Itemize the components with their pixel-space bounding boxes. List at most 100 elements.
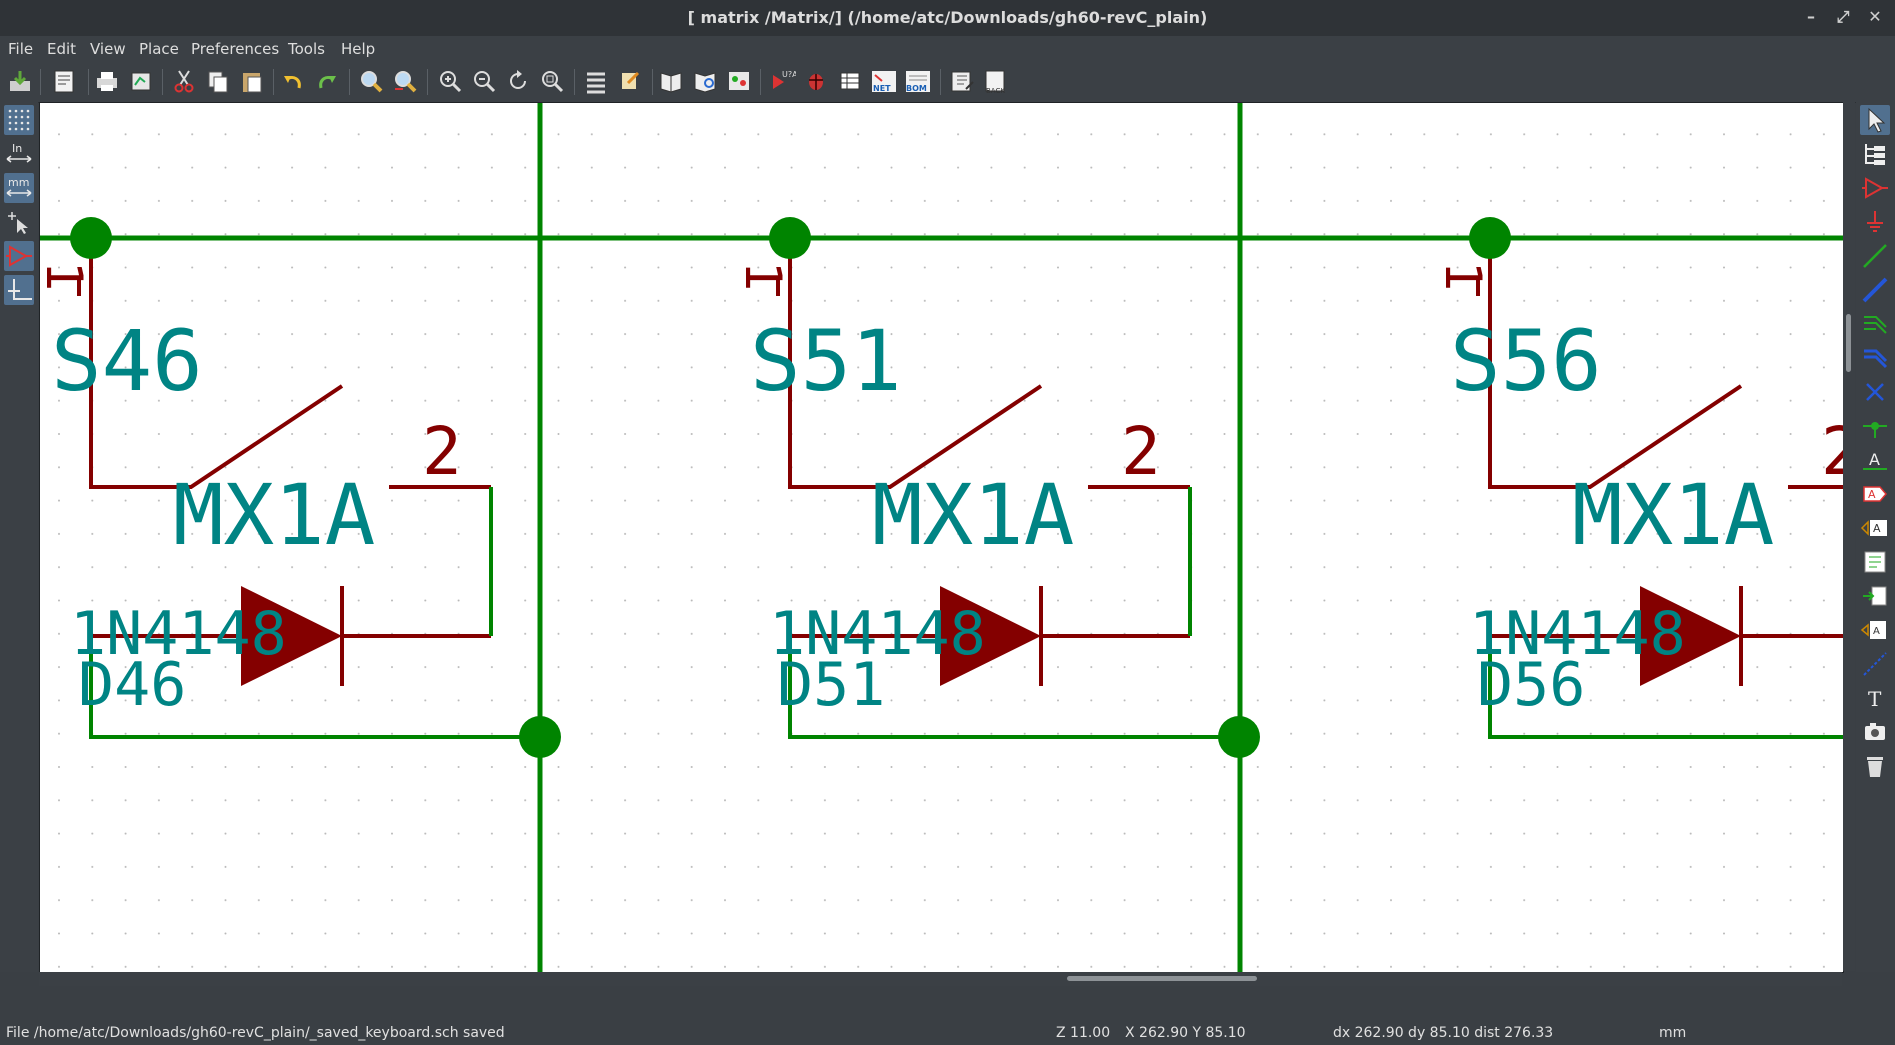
- switch-body[interactable]: [788, 241, 1043, 489]
- zoom-fit-icon[interactable]: [538, 67, 566, 95]
- junction[interactable]: [519, 716, 561, 758]
- units-mm-icon[interactable]: mm: [4, 173, 34, 203]
- switch-reference: S46: [51, 312, 203, 410]
- pcbnew-icon[interactable]: [948, 67, 976, 95]
- redo-icon[interactable]: [313, 67, 341, 95]
- diode-wire[interactable]: [1488, 636, 1843, 739]
- switch-body[interactable]: [1488, 241, 1743, 489]
- svg-text:In: In: [12, 142, 22, 155]
- key-unit[interactable]: 1 2 S56 MX1A 1N4148 D56: [1434, 217, 1843, 739]
- switch-body[interactable]: [89, 241, 344, 489]
- diode-wire[interactable]: [788, 636, 1239, 739]
- new-project-icon[interactable]: [6, 67, 34, 95]
- key-unit[interactable]: 1 2 S46 MX1A 1N4148 D46: [40, 217, 561, 758]
- minimize-icon[interactable]: –: [1807, 7, 1815, 26]
- key-unit[interactable]: 1 2 S51 MX1A 1N4148 D51: [734, 217, 1260, 758]
- cut-icon[interactable]: [170, 67, 198, 95]
- main-toolbar: U?A NET BOM BACK: [0, 63, 1895, 103]
- print-icon[interactable]: [93, 67, 121, 95]
- redraw-icon[interactable]: [504, 67, 532, 95]
- hierarchical-label-icon[interactable]: A: [1860, 513, 1890, 543]
- bom-table-icon[interactable]: [836, 67, 864, 95]
- paste-icon[interactable]: [238, 67, 266, 95]
- wire-orientation-icon[interactable]: [4, 275, 34, 305]
- annotate-icon[interactable]: U?A: [768, 67, 796, 95]
- diode-symbol[interactable]: [241, 586, 342, 686]
- global-label-icon[interactable]: A: [1860, 479, 1890, 509]
- delete-icon[interactable]: [1860, 751, 1890, 781]
- pin1-number: 1: [734, 261, 792, 291]
- library-editor-icon[interactable]: [657, 67, 685, 95]
- menu-view[interactable]: View: [90, 40, 126, 58]
- maximize-icon[interactable]: ⤢: [1836, 7, 1850, 26]
- bom-icon[interactable]: BOM: [904, 67, 932, 95]
- diode-symbol[interactable]: [940, 586, 1041, 686]
- library-browser-icon[interactable]: [691, 67, 719, 95]
- add-text-icon[interactable]: T: [1860, 683, 1890, 713]
- grid-toggle-icon[interactable]: [4, 105, 34, 135]
- bus-to-bus-entry-icon[interactable]: [1860, 343, 1890, 373]
- cvpcb-icon[interactable]: [725, 67, 753, 95]
- erc-icon[interactable]: [802, 67, 830, 95]
- units-inch-icon[interactable]: In: [4, 139, 34, 169]
- add-wire-icon[interactable]: [1860, 241, 1890, 271]
- undo-icon[interactable]: [279, 67, 307, 95]
- svg-text:A: A: [1869, 450, 1880, 469]
- hidden-pins-icon[interactable]: [4, 241, 34, 271]
- find-icon[interactable]: [357, 67, 385, 95]
- zoom-out-icon[interactable]: [470, 67, 498, 95]
- menu-file[interactable]: File: [8, 40, 34, 58]
- close-icon[interactable]: ✕: [1868, 7, 1882, 26]
- diode-value: 1N4148: [1469, 599, 1686, 669]
- window-title: [ matrix /Matrix/] (/home/atc/Downloads/…: [687, 8, 1208, 27]
- vertical-scrollbar[interactable]: [1843, 102, 1855, 971]
- junction[interactable]: [1469, 217, 1511, 259]
- menu-preferences[interactable]: Preferences: [191, 40, 280, 58]
- menu-tools[interactable]: Tools: [288, 40, 325, 58]
- menu-place[interactable]: Place: [139, 40, 179, 58]
- graphic-line-icon[interactable]: [1860, 649, 1890, 679]
- junction[interactable]: [769, 217, 811, 259]
- diode-wire[interactable]: [89, 636, 540, 739]
- hierarchy-icon[interactable]: [1860, 139, 1890, 169]
- hierarchy-navigator-icon[interactable]: [582, 67, 610, 95]
- menu-help[interactable]: Help: [341, 40, 376, 58]
- copy-icon[interactable]: [204, 67, 232, 95]
- add-component-icon[interactable]: [1860, 173, 1890, 203]
- add-junction-icon[interactable]: [1860, 411, 1890, 441]
- cursor-shape-icon[interactable]: [4, 207, 34, 237]
- back-annotate-icon[interactable]: BACK: [982, 67, 1010, 95]
- find-replace-icon[interactable]: [391, 67, 419, 95]
- schematic-canvas[interactable]: 1 2 S46 MX1A 1N4148 D46 1 2: [39, 102, 1844, 973]
- hierarchical-sheet-icon[interactable]: [1860, 547, 1890, 577]
- horizontal-scroll-thumb[interactable]: [1067, 976, 1257, 981]
- add-sheet-pin-icon[interactable]: A: [1860, 615, 1890, 645]
- pin1-number: 1: [1434, 261, 1492, 291]
- menu-edit[interactable]: Edit: [47, 40, 77, 58]
- horizontal-scrollbar[interactable]: [39, 972, 1842, 986]
- plot-icon[interactable]: [127, 67, 155, 95]
- sheet-setup-icon[interactable]: [50, 67, 78, 95]
- status-delta: dx 262.90 dy 85.10 dist 276.33: [1333, 1025, 1554, 1041]
- diode-value: 1N4148: [769, 599, 986, 669]
- junction[interactable]: [70, 217, 112, 259]
- no-connect-icon[interactable]: [1860, 377, 1890, 407]
- zoom-in-icon[interactable]: [436, 67, 464, 95]
- add-power-icon[interactable]: [1860, 207, 1890, 237]
- add-image-icon[interactable]: [1860, 717, 1890, 747]
- netlist-icon[interactable]: NET: [870, 67, 898, 95]
- svg-text:A: A: [1873, 522, 1881, 535]
- diode-symbol[interactable]: [1640, 586, 1741, 686]
- wire-to-bus-entry-icon[interactable]: [1860, 309, 1890, 339]
- switch-value: MX1A: [1572, 466, 1774, 564]
- net-label-icon[interactable]: A: [1860, 445, 1890, 475]
- status-bar: File /home/atc/Downloads/gh60-revC_plain…: [0, 1022, 1895, 1045]
- leave-sheet-icon[interactable]: [616, 67, 644, 95]
- diode-reference: D46: [78, 650, 186, 720]
- vertical-scroll-thumb[interactable]: [1846, 314, 1851, 372]
- junction[interactable]: [1218, 716, 1260, 758]
- svg-text:A: A: [1868, 488, 1876, 501]
- add-bus-icon[interactable]: [1860, 275, 1890, 305]
- select-tool-icon[interactable]: [1860, 105, 1890, 135]
- import-sheet-pin-icon[interactable]: [1860, 581, 1890, 611]
